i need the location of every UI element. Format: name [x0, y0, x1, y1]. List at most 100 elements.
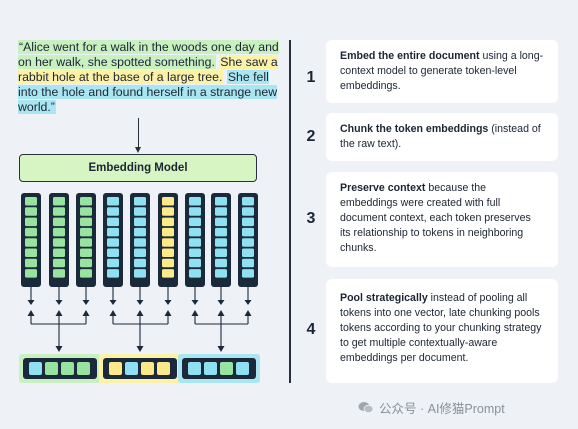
source-text-quote: “Alice went for a walk in the woods one … [18, 40, 283, 115]
token-cell [215, 227, 227, 237]
step-3-card: Preserve context because the embeddings … [326, 172, 558, 267]
step-1-text: using a long-context model to generate t… [340, 50, 544, 93]
step-1-title: Embed the entire document [340, 50, 480, 62]
token-cell [242, 238, 254, 247]
pooled-vector-cell [157, 362, 170, 375]
token-cell [107, 217, 119, 227]
pooled-vector-cell [77, 362, 90, 375]
token-cell [107, 269, 119, 278]
token-cell [189, 217, 201, 227]
divider-line [289, 40, 291, 383]
pool-arrowhead-up [82, 310, 90, 316]
step-3-text: because the embeddings were created with… [340, 182, 531, 255]
pooled-vector-cell [236, 362, 249, 375]
token-cell [107, 248, 119, 257]
token-cell [215, 217, 227, 227]
token-cell [25, 217, 37, 227]
token-cell [189, 207, 201, 216]
token-cell [215, 197, 227, 206]
step-2-text: (instead of the raw text). [340, 123, 541, 151]
token-cell [80, 227, 92, 237]
token-cell [242, 258, 254, 268]
token-cell [242, 227, 254, 237]
token-cell [25, 258, 37, 268]
token-cell [215, 207, 227, 216]
pool-arrowhead-up [136, 310, 144, 316]
token-cell [215, 248, 227, 257]
pool-arrowhead-up [109, 310, 117, 316]
token-cell [25, 248, 37, 257]
token-cell [162, 207, 174, 216]
token-cell [189, 248, 201, 257]
input-arrowhead [135, 147, 141, 153]
step-4-title: Pool strategically [340, 292, 428, 304]
token-cell [242, 207, 254, 216]
step-2-number: 2 [306, 128, 316, 145]
token-cell [107, 258, 119, 268]
late-chunking-diagram [19, 193, 260, 383]
token-cell [53, 258, 65, 268]
token-cell [162, 227, 174, 237]
token-cell [80, 207, 92, 216]
token-cell [215, 269, 227, 278]
token-cell [134, 248, 146, 257]
token-cell [189, 227, 201, 237]
pool-arrowhead-up [55, 310, 63, 316]
token-cell [162, 238, 174, 247]
token-cell [242, 269, 254, 278]
token-cell [242, 217, 254, 227]
step-4-card: Pool strategically instead of pooling al… [326, 279, 558, 383]
pool-arrowhead-up [27, 310, 35, 316]
watermark-text: 公众号 · AI修猫Prompt [379, 402, 505, 416]
token-cell [215, 238, 227, 247]
pooled-vector-cell [125, 362, 138, 375]
token-arrowhead-down [191, 300, 199, 305]
pool-arrowhead-up [191, 310, 199, 316]
token-cell [189, 197, 201, 206]
token-cell [80, 248, 92, 257]
step-2-card: Chunk the token embeddings (instead of t… [326, 113, 558, 161]
pool-output-arrowhead [55, 346, 63, 352]
token-cell [107, 227, 119, 237]
token-cell [107, 238, 119, 247]
pooled-vector-cell [141, 362, 154, 375]
token-cell [189, 269, 201, 278]
token-cell [80, 197, 92, 206]
pooled-vector-cell [61, 362, 74, 375]
token-cell [25, 197, 37, 206]
token-cell [53, 227, 65, 237]
watermark: 公众号 · AI修猫Prompt [358, 398, 505, 417]
token-cell [53, 269, 65, 278]
pooled-vector-cell [220, 362, 233, 375]
pool-output-arrowhead [217, 346, 225, 352]
token-cell [162, 258, 174, 268]
pooled-vector-cell [204, 362, 217, 375]
token-cell [189, 258, 201, 268]
step-1-number: 1 [306, 69, 316, 86]
token-cell [53, 197, 65, 206]
token-cell [134, 258, 146, 268]
step-4-text: instead of pooling all tokens into one v… [340, 292, 542, 365]
token-arrowhead-down [55, 300, 63, 305]
pool-output-arrowhead [136, 346, 144, 352]
token-cell [107, 207, 119, 216]
pooled-vector-cell [29, 362, 42, 375]
token-cell [80, 238, 92, 247]
pool-arrowhead-up [217, 310, 225, 316]
input-arrow-line [138, 118, 139, 148]
token-cell [53, 207, 65, 216]
token-arrowhead-down [217, 300, 225, 305]
pooled-vector-cell [45, 362, 58, 375]
token-arrowhead-down [27, 300, 35, 305]
token-cell [134, 227, 146, 237]
embedding-model-box: Embedding Model [19, 154, 257, 182]
token-cell [80, 217, 92, 227]
pooled-vector-cell [188, 362, 201, 375]
token-cell [134, 217, 146, 227]
token-cell [162, 269, 174, 278]
token-arrowhead-down [136, 300, 144, 305]
token-cell [107, 197, 119, 206]
token-cell [189, 238, 201, 247]
token-cell [25, 227, 37, 237]
wechat-icon [358, 402, 374, 414]
